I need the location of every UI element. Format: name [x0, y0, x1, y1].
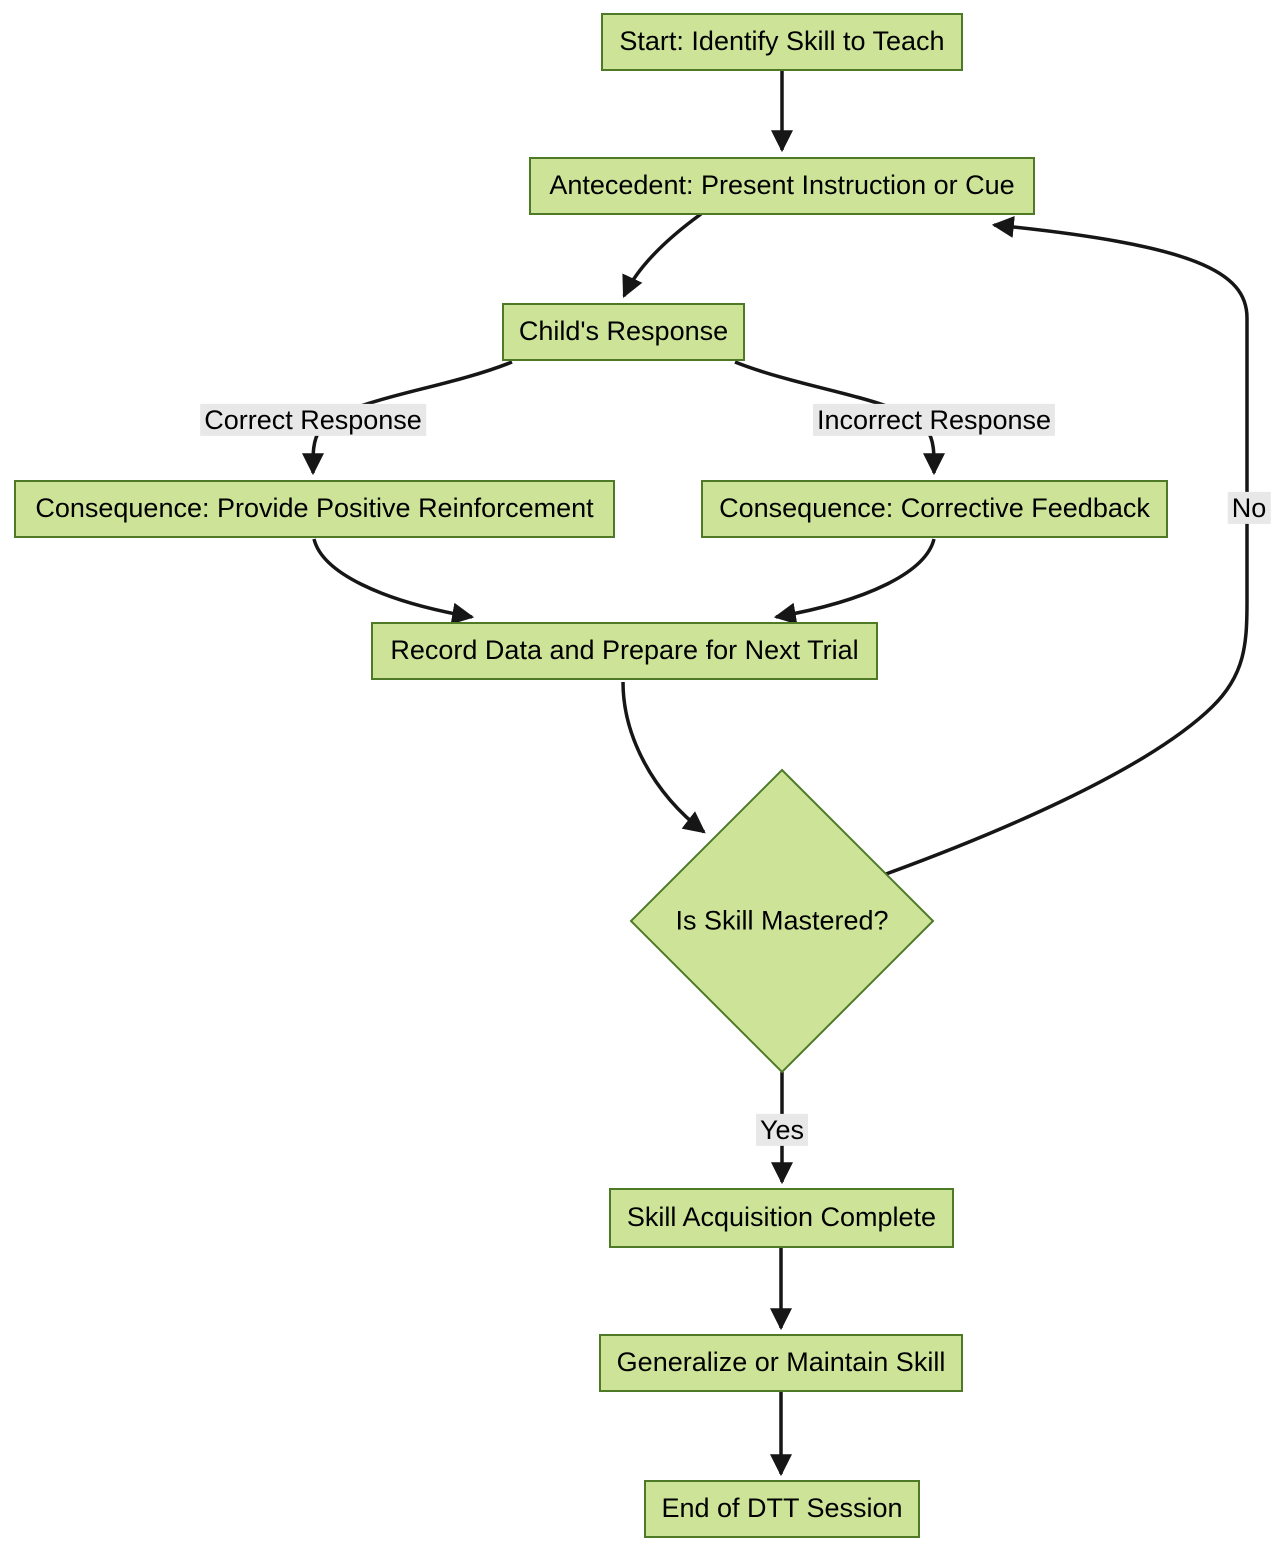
node-childs-response: Child's Response: [502, 303, 745, 361]
edge-label-incorrect-response: Incorrect Response: [812, 403, 1056, 437]
edge-record-to-decision: [621, 681, 706, 834]
node-consequence-corrective-feedback: Consequence: Corrective Feedback: [701, 480, 1168, 538]
edge-label-no: No: [1227, 491, 1271, 525]
edge-antecedent-to-response: [622, 212, 703, 298]
edge-label-yes: Yes: [755, 1113, 809, 1147]
node-generalize-maintain-skill: Generalize or Maintain Skill: [599, 1334, 963, 1392]
node-start: Start: Identify Skill to Teach: [601, 13, 963, 71]
edge-decision-to-antecedent-no-loop: [885, 216, 1249, 876]
edge-consequence-correct-to-record: [312, 538, 475, 625]
node-antecedent: Antecedent: Present Instruction or Cue: [529, 157, 1035, 215]
edge-label-correct-response: Correct Response: [200, 403, 426, 437]
decision-diamond-shape: [629, 768, 935, 1074]
node-skill-acquisition-complete: Skill Acquisition Complete: [609, 1188, 954, 1248]
node-consequence-positive-reinforcement: Consequence: Provide Positive Reinforcem…: [14, 480, 615, 538]
node-record-data: Record Data and Prepare for Next Trial: [371, 622, 878, 680]
edge-consequence-incorrect-to-record: [773, 538, 936, 625]
node-end-of-dtt-session: End of DTT Session: [644, 1480, 920, 1538]
node-decision-is-skill-mastered: Is Skill Mastered?: [675, 905, 889, 936]
